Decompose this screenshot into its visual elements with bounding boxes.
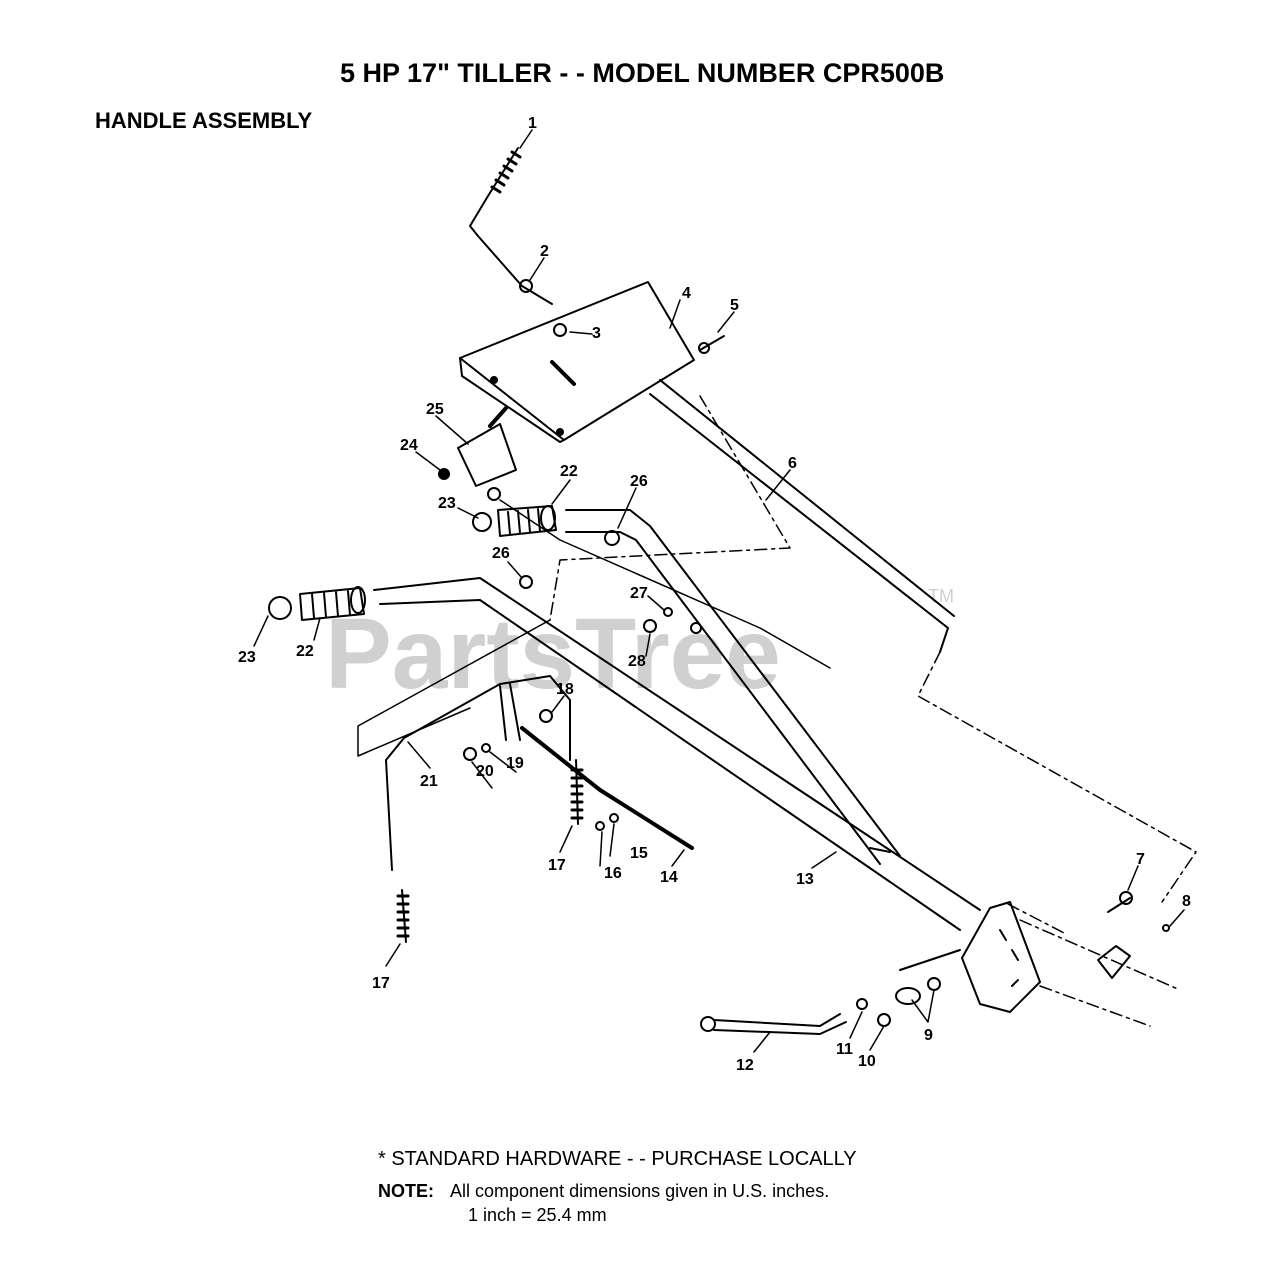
part-19-washer xyxy=(481,743,491,753)
callout-12: 12 xyxy=(736,1057,754,1074)
callout-15: 15 xyxy=(630,845,648,862)
leader-lines xyxy=(253,129,1185,1053)
part-4-panel xyxy=(459,281,695,443)
callout-21: 21 xyxy=(420,773,438,790)
part-27-washer xyxy=(663,607,673,617)
callout-17-lower: 17 xyxy=(372,975,390,992)
part-26-lower-nut xyxy=(519,575,533,589)
standard-hardware-note: * STANDARD HARDWARE - - PURCHASE LOCALLY xyxy=(378,1148,857,1170)
part-9-spacer xyxy=(895,987,921,1005)
callout-14: 14 xyxy=(660,869,678,886)
callout-10: 10 xyxy=(858,1053,876,1070)
callout-labels: 1 2 3 4 5 6 7 8 9 10 11 12 13 14 15 16 1… xyxy=(238,115,1191,1074)
callout-9: 9 xyxy=(924,1027,933,1044)
clamp-bracket xyxy=(1097,945,1131,979)
callout-7: 7 xyxy=(1136,851,1145,868)
callout-24: 24 xyxy=(400,437,418,454)
part-23-lower-cap xyxy=(268,596,292,620)
callout-26-lower: 26 xyxy=(492,545,510,562)
page-title: 5 HP 17" TILLER - - MODEL NUMBER CPR500B xyxy=(340,58,945,88)
callout-11: 11 xyxy=(836,1041,853,1058)
callout-4: 4 xyxy=(682,285,691,302)
callout-16: 16 xyxy=(604,865,622,882)
part-22-upper-grip xyxy=(497,505,557,537)
part-15-pin xyxy=(609,813,619,823)
conversion-note: 1 inch = 25.4 mm xyxy=(468,1205,607,1225)
part-1-rod xyxy=(469,147,553,305)
callout-18: 18 xyxy=(556,681,574,698)
callout-28: 28 xyxy=(628,653,646,670)
callout-19: 19 xyxy=(506,755,524,772)
part-25-bracket xyxy=(457,406,517,501)
part-26-upper-nut xyxy=(604,530,620,546)
part-23-upper-cap xyxy=(472,512,492,532)
handle-base-bracket xyxy=(899,901,1181,1027)
part-13-handle xyxy=(373,577,981,931)
callout-26-upper: 26 xyxy=(630,473,648,490)
note-text: All component dimensions given in U.S. i… xyxy=(450,1181,830,1201)
callout-22-upper: 22 xyxy=(560,463,578,480)
dimensions-note: NOTE: All component dimensions given in U… xyxy=(378,1181,829,1202)
callout-17-upper: 17 xyxy=(548,857,566,874)
clamp xyxy=(690,622,702,634)
part-22-lower-grip xyxy=(299,586,366,621)
callout-27: 27 xyxy=(630,585,648,602)
callout-22-lower: 22 xyxy=(296,643,314,660)
part-28-nut xyxy=(643,619,657,633)
callout-6: 6 xyxy=(788,455,797,472)
callout-25: 25 xyxy=(426,401,444,418)
part-16-clip xyxy=(595,821,605,831)
callout-2: 2 xyxy=(540,243,549,260)
part-18-bolt xyxy=(539,709,553,723)
callout-1: 1 xyxy=(528,115,537,132)
callout-5: 5 xyxy=(730,297,739,314)
part-5-screw xyxy=(698,335,725,354)
part-17-spring-lower xyxy=(396,889,410,943)
part-8-pin xyxy=(1162,924,1170,932)
part-6-frame xyxy=(357,379,1197,903)
upper-handle-bar xyxy=(499,499,901,865)
part-2-nut xyxy=(519,279,533,293)
callout-8: 8 xyxy=(1182,893,1191,910)
part-24-nut xyxy=(438,468,450,480)
callout-23-upper: 23 xyxy=(438,495,456,512)
section-title: HANDLE ASSEMBLY xyxy=(95,108,313,133)
part-20-nut xyxy=(463,747,477,761)
callout-23-lower: 23 xyxy=(238,649,256,666)
watermark-trademark: TM xyxy=(928,586,954,606)
part-11-washer xyxy=(856,998,868,1010)
part-14-cable xyxy=(520,726,694,850)
note-label: NOTE: xyxy=(378,1181,434,1201)
part-7-bolt xyxy=(1107,891,1133,913)
callout-3: 3 xyxy=(592,325,601,342)
part-21-bail xyxy=(385,675,571,871)
watermark-text: PartsTree xyxy=(325,598,781,710)
callout-20: 20 xyxy=(476,763,494,780)
callout-13: 13 xyxy=(796,871,814,888)
part-12-lever xyxy=(700,1013,847,1035)
part-10-nut xyxy=(877,1013,891,1027)
part-9-bushing xyxy=(927,977,941,991)
